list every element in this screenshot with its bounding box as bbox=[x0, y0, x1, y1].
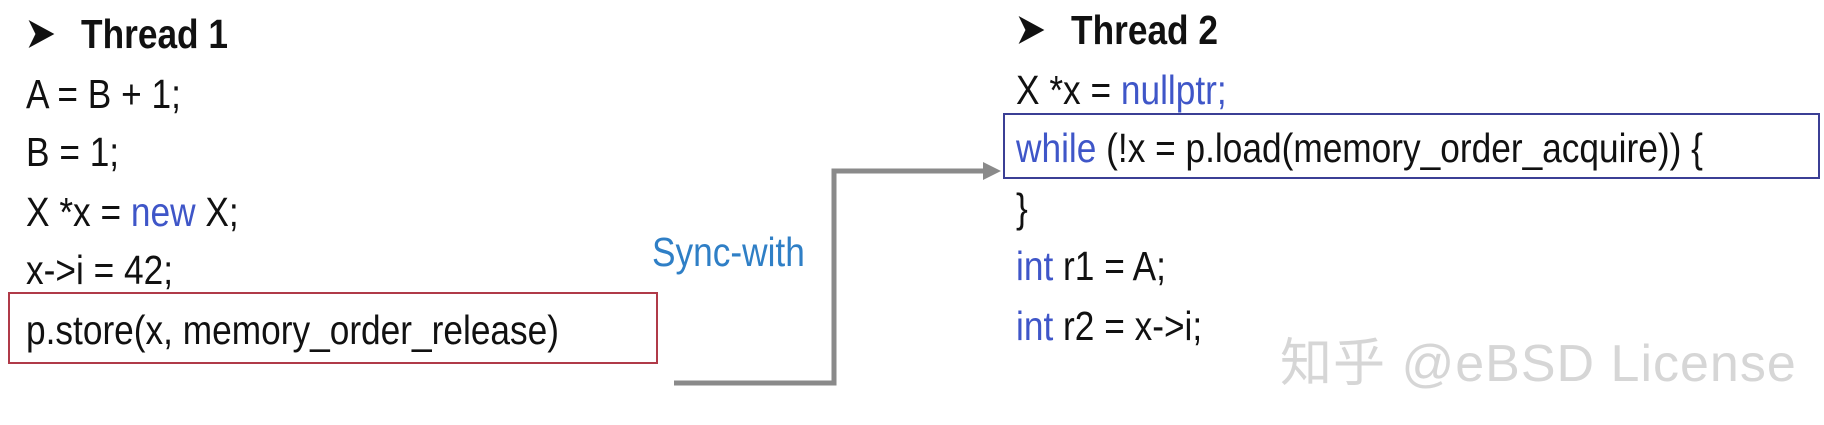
thread1-heading: Thread 1 bbox=[26, 10, 228, 58]
code-text: B = 1; bbox=[26, 129, 120, 175]
thread2-heading: Thread 2 bbox=[1016, 6, 1218, 54]
code-text: p.store(x, memory_order_release) bbox=[26, 307, 560, 353]
code-text: (!x = p.load(memory_order_acquire)) { bbox=[1096, 125, 1703, 171]
thread1-line-4: x->i = 42; bbox=[26, 246, 173, 294]
release-store-box bbox=[8, 292, 658, 364]
thread2-line-3: } bbox=[1016, 184, 1028, 232]
code-keyword: while bbox=[1016, 125, 1097, 171]
acquire-load-box bbox=[1003, 113, 1820, 179]
thread2-line-5: int r2 = x->i; bbox=[1016, 302, 1202, 350]
code-text: r1 = A; bbox=[1053, 243, 1166, 289]
thread2-line-1: X *x = nullptr; bbox=[1016, 66, 1227, 114]
sync-with-label: Sync-with bbox=[652, 229, 805, 275]
thread1-line-3: X *x = new X; bbox=[26, 188, 239, 236]
arrowhead-bullet-icon bbox=[1018, 16, 1045, 44]
sync-with-arrow-line bbox=[674, 168, 985, 386]
watermark: 知乎 @eBSD License bbox=[1280, 335, 1797, 393]
thread1-line-2: B = 1; bbox=[26, 128, 119, 176]
thread2-title: Thread 2 bbox=[1071, 7, 1219, 53]
thread1-title: Thread 1 bbox=[81, 11, 229, 57]
code-text: X; bbox=[195, 189, 239, 235]
code-text: A = B + 1; bbox=[26, 71, 181, 117]
code-text: } bbox=[1016, 185, 1028, 231]
code-text: x->i = 42; bbox=[26, 247, 174, 293]
code-keyword: int bbox=[1016, 243, 1054, 289]
thread1-line-5: p.store(x, memory_order_release) bbox=[26, 306, 559, 354]
code-text: r2 = x->i; bbox=[1053, 303, 1203, 349]
sync-with-arrowhead-icon bbox=[983, 162, 1001, 180]
code-keyword: nullptr; bbox=[1120, 67, 1227, 113]
thread2-line-2: while (!x = p.load(memory_order_acquire)… bbox=[1016, 124, 1703, 172]
code-text: X *x = bbox=[1016, 67, 1121, 113]
code-text: X *x = bbox=[26, 189, 131, 235]
thread1-line-1: A = B + 1; bbox=[26, 70, 181, 118]
arrowhead-bullet-icon bbox=[28, 20, 55, 48]
code-keyword: new bbox=[130, 189, 196, 235]
thread2-line-4: int r1 = A; bbox=[1016, 242, 1166, 290]
code-keyword: int bbox=[1016, 303, 1054, 349]
